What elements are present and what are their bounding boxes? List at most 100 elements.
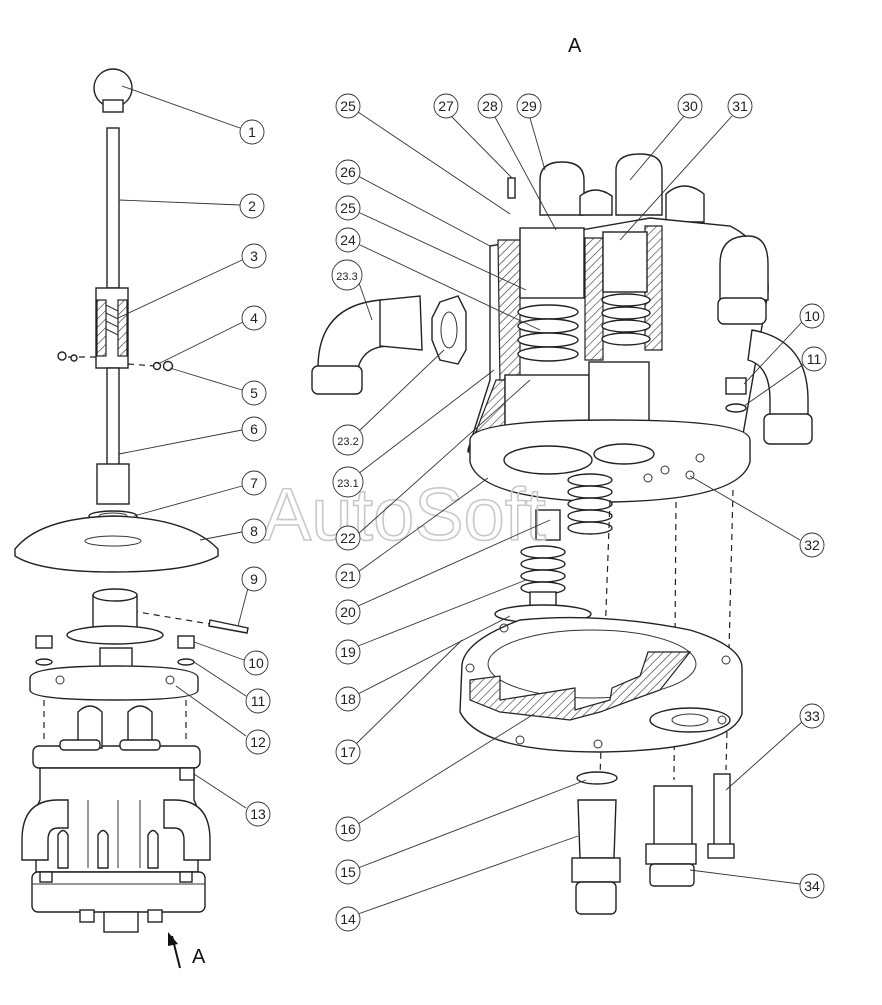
- callout-24: 24: [335, 227, 541, 331]
- callout-23-2: 23.2: [332, 349, 445, 456]
- hose-fitting: [645, 785, 697, 887]
- svg-text:5: 5: [250, 385, 258, 401]
- valve-cap: [539, 161, 585, 216]
- svg-text:25: 25: [340, 98, 356, 114]
- valve-body: [21, 705, 211, 933]
- callout-14: 14: [335, 835, 579, 932]
- svg-text:4: 4: [250, 310, 258, 326]
- callout-23-3: 23.3: [331, 259, 373, 321]
- callout-13: 13: [193, 773, 271, 827]
- svg-text:12: 12: [250, 734, 266, 750]
- spring-washer: [177, 658, 195, 666]
- svg-text:33: 33: [804, 708, 820, 724]
- svg-text:24: 24: [340, 232, 356, 248]
- callout-12: 12: [175, 685, 271, 755]
- spring-washer: [725, 403, 747, 413]
- callout-15: 15: [335, 779, 587, 885]
- callout-8: 8: [199, 518, 267, 544]
- view-arrow: A: [168, 932, 206, 969]
- svg-text:20: 20: [340, 604, 356, 620]
- callout-30: 30: [629, 93, 703, 181]
- locking-pin: [208, 619, 249, 634]
- callout-28: 28: [477, 93, 557, 231]
- valve-cap: [615, 153, 663, 216]
- svg-text:11: 11: [251, 693, 266, 709]
- callout-4: 4: [157, 305, 267, 365]
- knob-neck: [102, 99, 124, 113]
- callout-5: 5: [169, 367, 267, 406]
- callout-1: 1: [121, 85, 265, 145]
- washer: [576, 771, 618, 785]
- callout-17: 17: [335, 639, 463, 765]
- plunger: [535, 509, 561, 541]
- svg-text:30: 30: [682, 98, 698, 114]
- svg-text:6: 6: [250, 421, 258, 437]
- callout-25: 25: [335, 93, 511, 215]
- svg-text:26: 26: [340, 164, 356, 180]
- svg-text:9: 9: [250, 571, 258, 587]
- svg-text:27: 27: [438, 98, 454, 114]
- nut: [35, 635, 53, 649]
- svg-text:7: 7: [250, 475, 258, 491]
- svg-text:2: 2: [248, 198, 256, 214]
- svg-text:31: 31: [732, 98, 748, 114]
- callout-32: 32: [689, 475, 825, 558]
- svg-text:16: 16: [340, 821, 356, 837]
- callout-25-b: 25: [335, 195, 527, 291]
- pin: [507, 177, 516, 199]
- callout-9: 9: [237, 566, 267, 627]
- top-plate: [29, 665, 199, 701]
- svg-text:23.1: 23.1: [337, 478, 358, 490]
- callout-18: 18: [335, 615, 511, 712]
- callout-23-1: 23.1: [332, 369, 495, 498]
- svg-text:28: 28: [482, 98, 498, 114]
- svg-text:1: 1: [248, 124, 256, 140]
- svg-text:18: 18: [340, 691, 356, 707]
- svg-text:15: 15: [340, 864, 356, 880]
- nut: [725, 377, 747, 395]
- view-title: A: [568, 35, 582, 57]
- callout-26: 26: [335, 159, 491, 247]
- svg-text:23.2: 23.2: [337, 436, 358, 448]
- callout-29: 29: [516, 93, 546, 171]
- callout-11: 11: [193, 661, 271, 714]
- svg-text:13: 13: [250, 806, 266, 822]
- callout-20: 20: [335, 519, 551, 625]
- callout-16: 16: [335, 713, 535, 842]
- watermark: AutoSoft: [262, 473, 546, 556]
- spring: [601, 293, 651, 346]
- svg-text:3: 3: [250, 248, 258, 264]
- callout-2: 2: [118, 193, 265, 219]
- callout-21: 21: [335, 477, 489, 589]
- view-arrow-label: A: [192, 946, 206, 968]
- lower-rod: [106, 367, 120, 467]
- svg-text:10: 10: [248, 655, 264, 671]
- svg-text:34: 34: [804, 878, 820, 894]
- valve-piston: [519, 227, 585, 299]
- callout-33: 33: [725, 703, 825, 791]
- spring: [567, 473, 613, 535]
- callout-31: 31: [619, 93, 753, 241]
- svg-text:29: 29: [521, 98, 537, 114]
- callout-11-b: 11: [743, 346, 827, 407]
- callout-10-b: 10: [743, 303, 825, 385]
- shift-lever-assembly: A: [14, 68, 249, 969]
- valve-piston: [602, 231, 648, 293]
- lever-rod: [106, 127, 120, 289]
- spring: [517, 304, 579, 362]
- callout-19: 19: [335, 579, 527, 665]
- housing-section-view: [311, 153, 813, 915]
- svg-text:14: 14: [340, 911, 356, 927]
- callout-27: 27: [433, 93, 513, 179]
- svg-text:23.3: 23.3: [336, 271, 357, 283]
- bolt: [707, 773, 735, 859]
- callout-22: 22: [335, 379, 531, 551]
- svg-text:19: 19: [340, 644, 356, 660]
- callout-3: 3: [117, 243, 267, 319]
- callout-6: 6: [118, 416, 267, 455]
- hose-fitting: [571, 799, 621, 915]
- callout-10: 10: [193, 641, 269, 676]
- hex-nut: [431, 295, 467, 365]
- part-callouts: 1 2 3 4 5 6 7 8 9 10 11 12 13 25 27 28 2…: [117, 85, 827, 932]
